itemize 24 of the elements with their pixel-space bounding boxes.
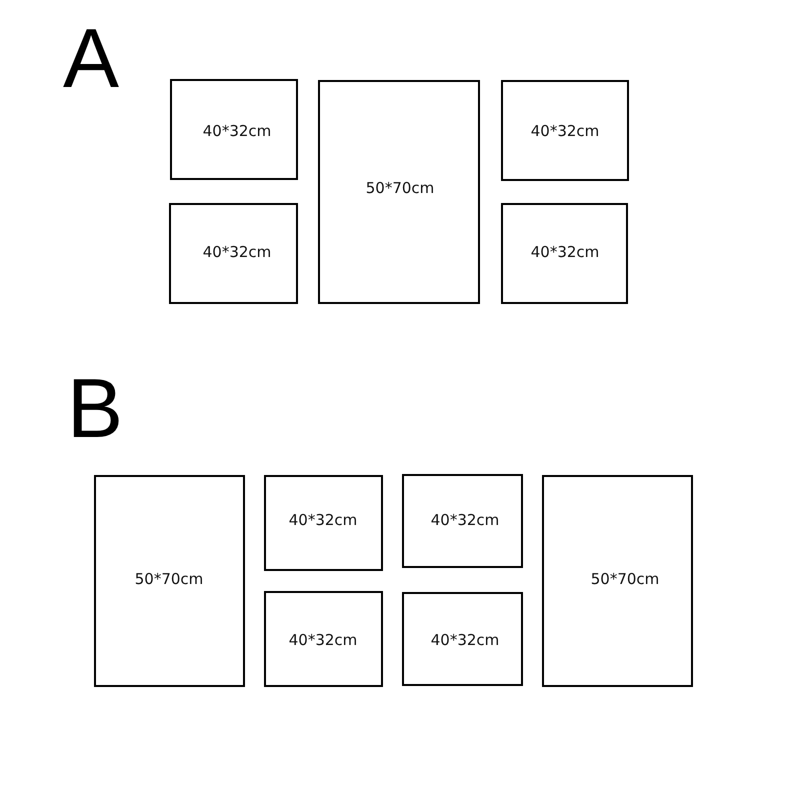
size-label: 40*32cm: [288, 511, 358, 529]
picture-frame: [318, 80, 480, 304]
section-letter: A: [63, 16, 120, 100]
size-label: 50*70cm: [366, 179, 434, 197]
picture-frame: [501, 203, 628, 304]
picture-frame: [501, 80, 629, 181]
size-label: 40*32cm: [202, 243, 272, 261]
size-label: 40*32cm: [530, 243, 600, 261]
picture-frame: [402, 592, 523, 686]
size-label: 50*70cm: [590, 570, 660, 588]
size-label: 40*32cm: [530, 122, 600, 140]
picture-frame: [264, 591, 383, 687]
size-label: 50*70cm: [134, 570, 204, 588]
size-label: 40*32cm: [202, 122, 272, 140]
size-label: 40*32cm: [430, 631, 500, 649]
picture-frame: [542, 475, 693, 687]
picture-frame: [264, 475, 383, 571]
picture-frame: [94, 475, 245, 687]
size-label: 40*32cm: [288, 631, 358, 649]
picture-frame: [402, 474, 523, 568]
picture-frame: [170, 79, 298, 180]
picture-frame: [169, 203, 298, 304]
section-letter: B: [67, 366, 124, 450]
size-label: 40*32cm: [430, 511, 500, 529]
